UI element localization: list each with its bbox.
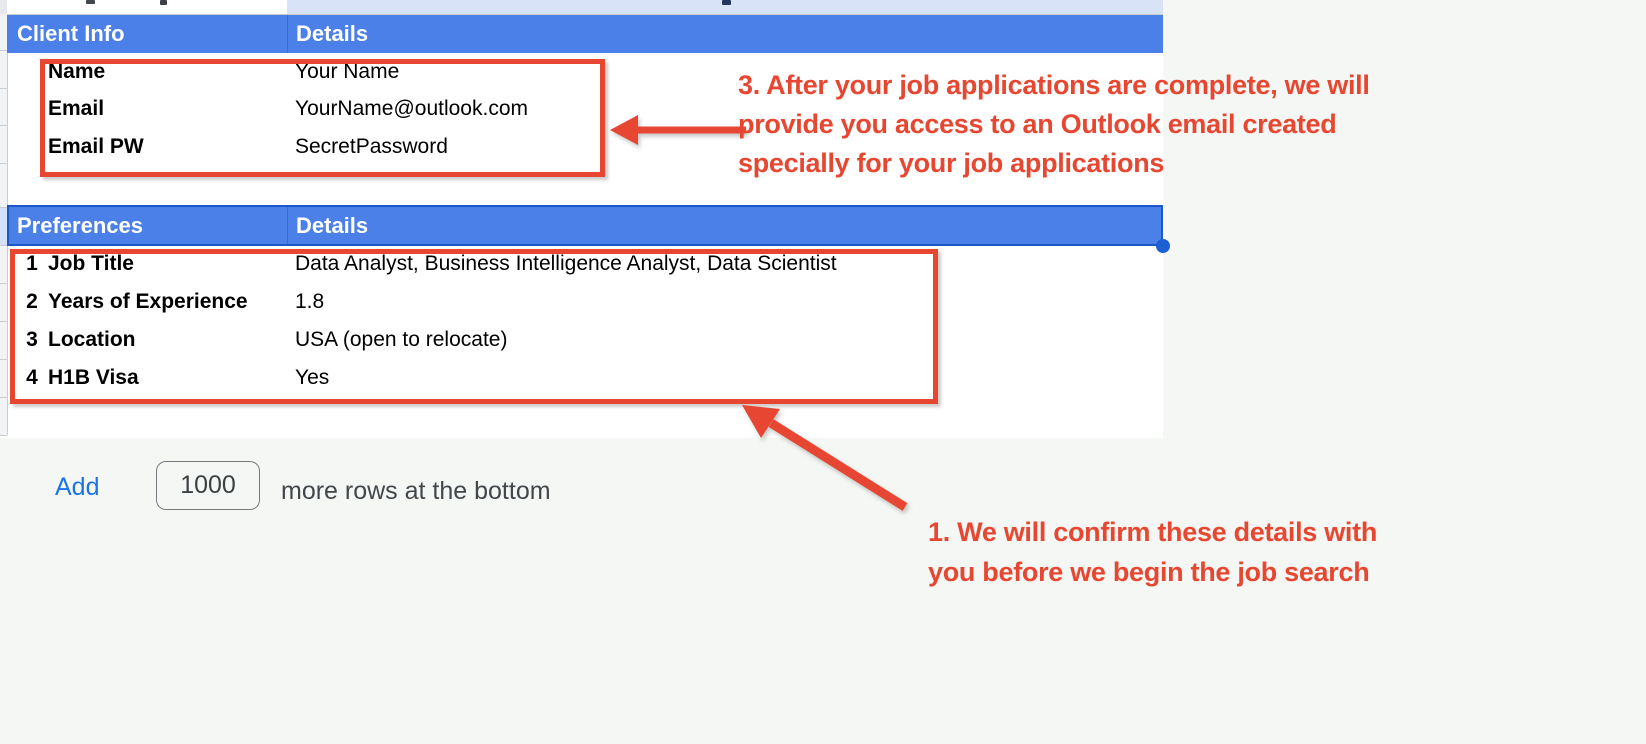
preference-row-location[interactable]: 3 Location USA (open to relocate) bbox=[7, 321, 1163, 359]
cell-text-fragment bbox=[86, 0, 95, 4]
row-header-cell[interactable] bbox=[0, 126, 7, 164]
row-header-cell[interactable] bbox=[0, 398, 7, 436]
annotation-line: specially for your job applications bbox=[738, 148, 1165, 178]
sheet-canvas: Client Info Details Name Your Name Email… bbox=[0, 0, 1170, 438]
cell-value: Data Analyst, Business Intelligence Anal… bbox=[295, 252, 837, 275]
preference-row-job-title[interactable]: 1 Job Title Data Analyst, Business Intel… bbox=[7, 245, 1163, 283]
column-divider bbox=[287, 15, 288, 53]
cell-value: SecretPassword bbox=[295, 135, 448, 158]
annotation-line: 3. After your job applications are compl… bbox=[738, 70, 1370, 100]
sheet-cell-highlighted[interactable] bbox=[287, 0, 1163, 14]
client-row-name[interactable]: Name Your Name bbox=[7, 53, 1163, 91]
cell-label: Email PW bbox=[48, 135, 144, 158]
annotation-confirm-note: 1. We will confirm these details with yo… bbox=[928, 512, 1377, 592]
cell-label: Years of Experience bbox=[48, 290, 248, 313]
column-divider bbox=[287, 207, 288, 244]
row-header-cell[interactable] bbox=[0, 322, 7, 360]
cell-value: 1.8 bbox=[295, 290, 325, 313]
row-header-cell[interactable] bbox=[0, 51, 7, 89]
annotation-line: you before we begin the job search bbox=[928, 557, 1370, 587]
cell-label: Location bbox=[48, 328, 136, 351]
row-header-cell[interactable] bbox=[0, 164, 7, 208]
cell-label: Name bbox=[48, 60, 106, 83]
cell-value: Your Name bbox=[295, 60, 400, 83]
row-header-cell[interactable] bbox=[0, 284, 7, 322]
client-row-email[interactable]: Email YourName@outlook.com bbox=[7, 90, 1163, 128]
header-cell-client-info[interactable]: Client Info bbox=[17, 21, 125, 46]
sheet-cell[interactable] bbox=[7, 0, 44, 14]
preference-row-h1b-visa[interactable]: 4 H1B Visa Yes bbox=[7, 359, 1163, 397]
cell-value: USA (open to relocate) bbox=[295, 328, 508, 351]
add-rows-suffix-label: more rows at the bottom bbox=[281, 477, 551, 505]
row-header-cell[interactable] bbox=[0, 14, 7, 51]
fill-handle[interactable] bbox=[1156, 239, 1170, 253]
row-header-cell[interactable] bbox=[0, 360, 7, 398]
row-number: 2 bbox=[26, 290, 38, 313]
cell-label: Job Title bbox=[48, 252, 134, 275]
selection-outline bbox=[7, 205, 1163, 246]
row-header-cell[interactable] bbox=[0, 246, 7, 284]
client-row-email-pw[interactable]: Email PW SecretPassword bbox=[7, 128, 1163, 166]
row-number: 4 bbox=[26, 366, 38, 389]
client-info-header-row[interactable]: Client Info Details bbox=[7, 15, 1163, 53]
annotation-line: provide you access to an Outlook email c… bbox=[738, 109, 1337, 139]
cell-label: Email bbox=[48, 97, 105, 120]
top-partial-row bbox=[0, 0, 1163, 16]
preferences-header-row[interactable]: Preferences Details bbox=[7, 207, 1163, 244]
cell-text-fragment bbox=[722, 0, 731, 5]
header-cell-preferences[interactable]: Preferences bbox=[17, 213, 143, 238]
row-header-cell-selected[interactable] bbox=[0, 208, 7, 246]
cell-value: YourName@outlook.com bbox=[295, 97, 528, 120]
add-rows-button[interactable]: Add bbox=[55, 473, 100, 501]
row-count-input[interactable] bbox=[156, 461, 260, 510]
cell-label: H1B Visa bbox=[48, 366, 139, 389]
annotation-line: 1. We will confirm these details with bbox=[928, 517, 1378, 547]
red-highlight-box-preferences bbox=[10, 249, 938, 404]
row-number: 1 bbox=[26, 252, 38, 275]
header-cell-details[interactable]: Details bbox=[296, 213, 369, 238]
row-number: 3 bbox=[26, 328, 38, 351]
annotation-outlook-note: 3. After your job applications are compl… bbox=[738, 66, 1370, 183]
red-highlight-box-client-info bbox=[40, 59, 605, 177]
preference-row-experience[interactable]: 2 Years of Experience 1.8 bbox=[7, 283, 1163, 321]
cell-text-fragment bbox=[160, 0, 167, 5]
row-header-cell[interactable] bbox=[0, 89, 7, 126]
cell-value: Yes bbox=[295, 366, 330, 389]
header-cell-details[interactable]: Details bbox=[296, 21, 369, 46]
